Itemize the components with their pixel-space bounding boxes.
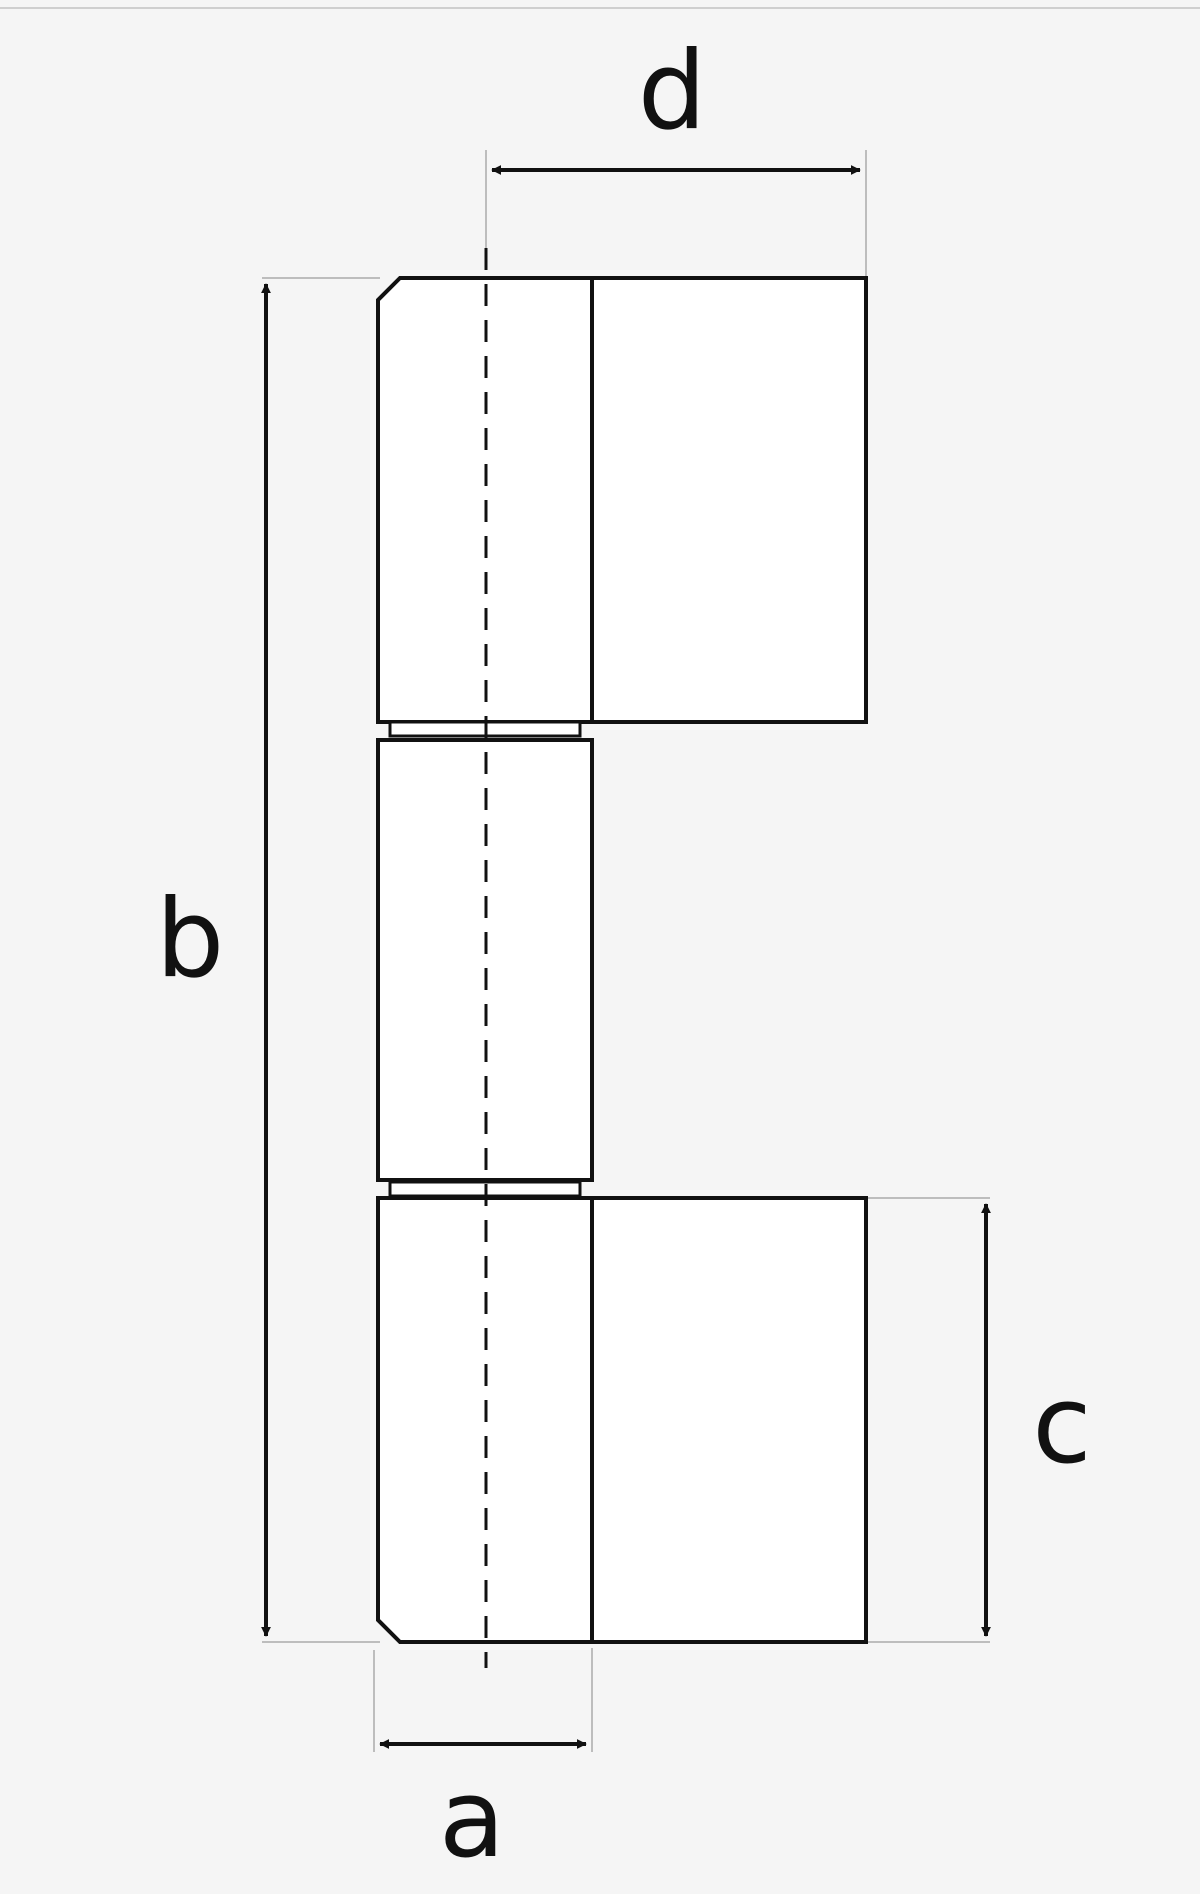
dimension-label-d: d bbox=[638, 29, 707, 154]
bottom-leaf bbox=[590, 1196, 868, 1644]
dimension-label-b: b bbox=[156, 877, 225, 1002]
top-leaf bbox=[590, 276, 868, 724]
dimension-label-a: a bbox=[439, 1757, 505, 1882]
dimension-label-c: c bbox=[1032, 1363, 1091, 1488]
hinge-body bbox=[376, 276, 868, 1644]
extension-lines bbox=[262, 150, 990, 1752]
dimension-arrows bbox=[261, 165, 991, 1749]
middle-knuckle bbox=[376, 738, 594, 1182]
